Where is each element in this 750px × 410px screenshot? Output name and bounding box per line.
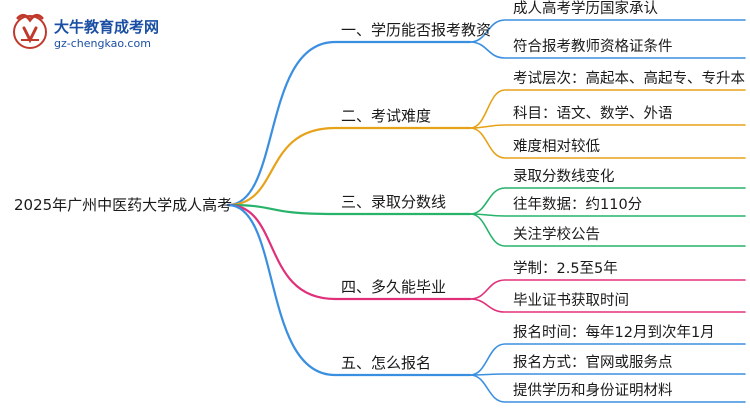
leaf-connector <box>469 373 746 376</box>
leaf-label: 学制：2.5至5年 <box>513 261 618 277</box>
branch-connector <box>226 203 472 377</box>
branch-connector <box>226 203 472 216</box>
leaf-label: 关注学校公告 <box>513 227 600 243</box>
leaf-connector <box>469 19 746 43</box>
logo-title: 大牛教育成考网 <box>54 18 160 36</box>
leaf-connector <box>469 89 746 129</box>
leaf-connector <box>469 213 746 217</box>
bull-logo-icon <box>13 13 47 49</box>
leaf-connector <box>469 187 746 215</box>
leaf-label: 往年数据：约110分 <box>513 197 643 213</box>
leaf-label: 科目：语文、数学、外语 <box>513 106 673 122</box>
leaf-connector <box>469 279 746 300</box>
branch-connector <box>226 126 472 207</box>
leaf-label: 毕业证书获取时间 <box>513 293 629 309</box>
leaf-label: 符合报考教师资格证条件 <box>513 39 673 55</box>
leaf-label: 成人高考学历国家承认 <box>513 1 658 17</box>
branch-label: 四、多久能毕业 <box>341 278 447 296</box>
leaf-connector <box>469 374 746 403</box>
branch-label: 五、怎么报名 <box>341 354 432 372</box>
branch-label: 三、录取分数线 <box>341 193 447 211</box>
leaf-connector <box>469 41 746 59</box>
leaf-connector <box>469 124 746 129</box>
leaf-label: 考试层次：高起本、高起专、专升本 <box>513 71 745 87</box>
leaf-connector <box>469 343 746 376</box>
leaf-connector <box>469 213 746 247</box>
leaf-label: 录取分数线变化 <box>513 169 615 185</box>
leaf-connector <box>469 298 746 313</box>
leaf-label: 报名时间：每年12月到次年1月 <box>513 325 715 341</box>
branch-label: 一、学历能否报考教资 <box>341 21 492 39</box>
branch-connector <box>226 203 472 301</box>
branch-connector <box>226 40 472 207</box>
site-logo: 大牛教育成考网 gz-chengkao.com <box>10 10 170 60</box>
leaf-label: 难度相对较低 <box>513 139 600 155</box>
root-topic: 2025年广州中医药大学成人高考 <box>14 196 233 214</box>
branch-label: 二、考试难度 <box>341 107 432 125</box>
leaf-label: 提供学历和身份证明材料 <box>513 383 673 399</box>
logo-url: gz-chengkao.com <box>54 37 151 50</box>
leaf-label: 报名方式：官网或服务点 <box>513 355 673 371</box>
leaf-connector <box>469 127 746 159</box>
